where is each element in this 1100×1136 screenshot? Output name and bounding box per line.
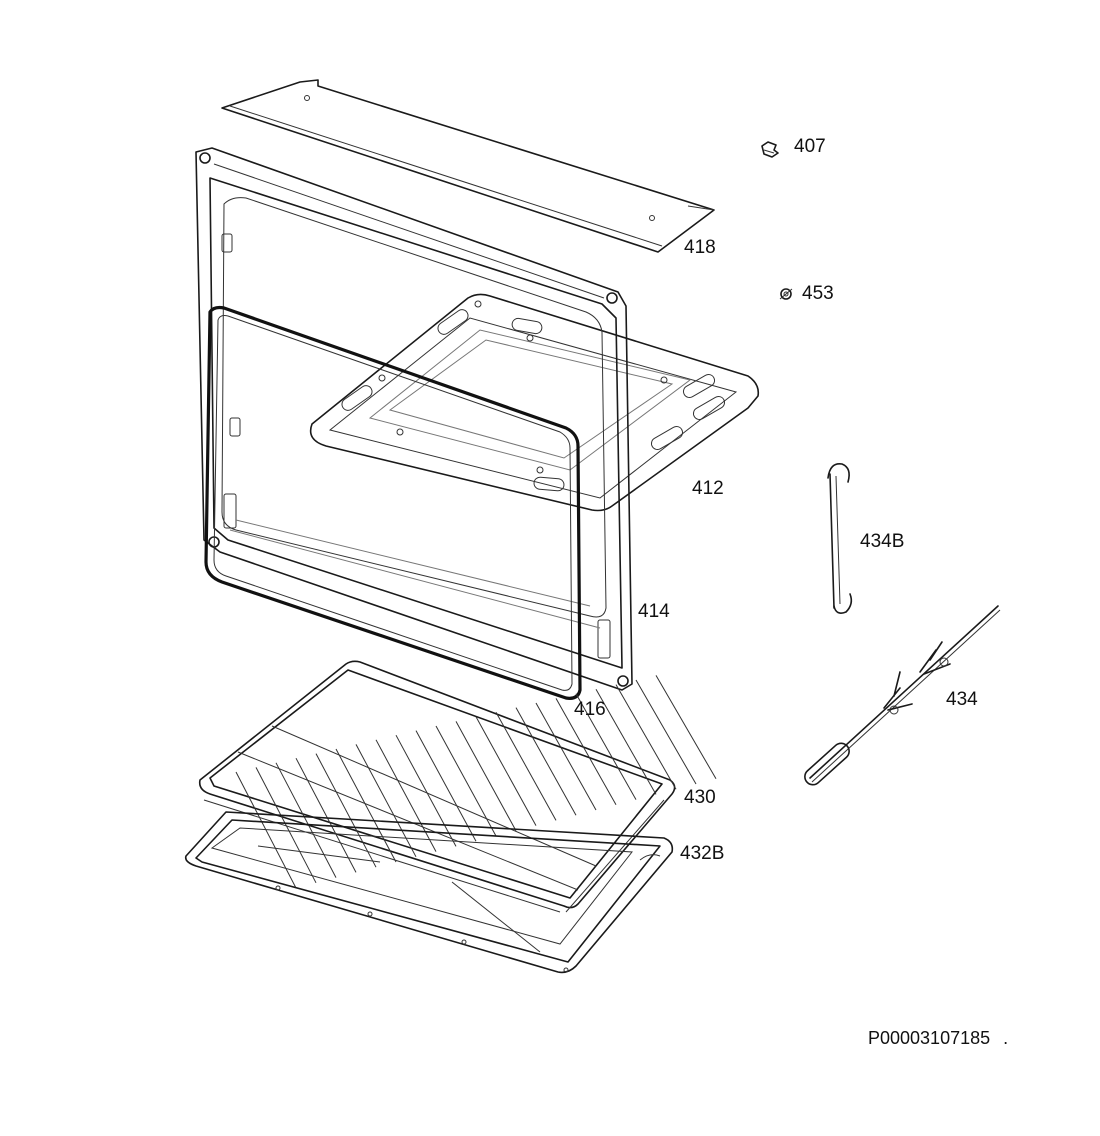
callout-430: 430 <box>684 787 716 808</box>
part-407-clip <box>761 141 779 158</box>
part-434-spit <box>804 605 1001 786</box>
part-434B-hook <box>827 462 853 614</box>
callout-416: 416 <box>574 699 606 720</box>
rack-bar <box>515 707 577 816</box>
part-416-gasket <box>204 305 582 700</box>
rack-bar <box>455 721 517 832</box>
part-414-back-frame <box>195 147 633 691</box>
rack-bar <box>555 698 617 806</box>
rack-bar <box>615 684 677 790</box>
callout-407: 407 <box>794 136 826 157</box>
rack-bar <box>255 767 317 884</box>
part-453-screw <box>779 288 793 300</box>
rack-bar <box>595 688 657 795</box>
rack-bar <box>635 679 697 785</box>
callout-414: 414 <box>638 601 670 622</box>
rack-bar <box>275 762 337 878</box>
document-code-text: P00003107185 <box>868 1028 991 1048</box>
callout-434: 434 <box>946 689 978 710</box>
rack-bar <box>295 757 357 873</box>
rack-bar <box>375 739 437 852</box>
callout-418: 418 <box>684 237 716 258</box>
callout-432B: 432B <box>680 843 725 864</box>
rack-bar <box>495 711 557 821</box>
part-418-top-shield <box>221 79 715 253</box>
part-412-element-plate <box>309 293 760 512</box>
rack-bar <box>315 753 377 868</box>
rack-bar <box>415 730 477 842</box>
rack-bar <box>475 716 537 826</box>
rack-bar <box>575 693 637 800</box>
part-430-wire-rack <box>198 660 717 913</box>
document-code-mark: . <box>1003 1028 1009 1048</box>
rack-bar <box>655 675 717 780</box>
rack-bar <box>395 734 457 847</box>
rack-bar <box>535 702 597 811</box>
part-432B-tray <box>184 811 674 974</box>
rack-bar <box>435 725 497 837</box>
callout-412: 412 <box>692 478 724 499</box>
callout-453: 453 <box>802 283 834 304</box>
rack-bar <box>335 748 397 863</box>
callout-434B: 434B <box>860 531 905 552</box>
document-code: P00003107185 . <box>868 1028 1008 1049</box>
